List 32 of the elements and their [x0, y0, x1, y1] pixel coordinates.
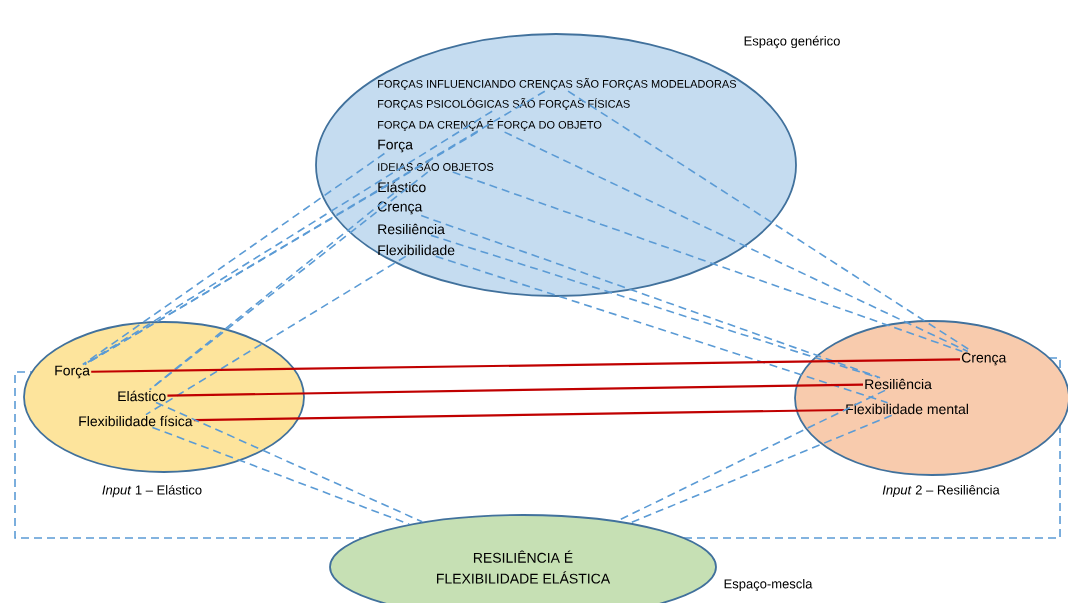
concept-text: Resiliência — [865, 378, 932, 390]
concept-text: Força — [55, 365, 90, 379]
mapping-line — [193, 408, 845, 422]
connector-line — [629, 414, 893, 524]
concept-text: Resiliência — [378, 223, 445, 235]
connector-line — [434, 255, 889, 404]
connector-line — [451, 171, 964, 353]
connector-line — [149, 171, 429, 391]
space-heading: Input 1 – Elástico — [102, 484, 202, 498]
connector-line — [83, 90, 546, 366]
concept-text: Elástico — [118, 390, 166, 402]
concept-text: Crença — [377, 201, 423, 215]
connector-line — [155, 401, 424, 523]
concept-text: Elástico — [378, 181, 426, 193]
connector-line — [82, 152, 386, 366]
mapping-line — [91, 358, 961, 373]
space-heading: Espaço genérico — [744, 35, 840, 49]
concept-text: Flexibilidade física — [79, 415, 193, 427]
concept-text: FORÇA DA CRENÇA É FORÇA DO OBJETO — [378, 119, 602, 131]
space-heading: Espaço-mescla — [724, 578, 813, 592]
space-heading: Input 2 – Resiliência — [882, 484, 1000, 498]
concept-text: FORÇAS PSICOLÓGICAS SÃO FORÇAS FÍSICAS — [378, 98, 630, 110]
connector-line — [503, 131, 969, 353]
concept-text: Força — [378, 139, 413, 153]
concept-text: FORÇAS INFLUENCIANDO CRENÇAS SÃO FORÇAS MODELADORAS — [378, 78, 737, 90]
mapping-line — [167, 383, 864, 397]
concept-text: Crença — [961, 352, 1007, 366]
concept-text: IDEIAS SÃO OBJETOS — [378, 161, 494, 171]
concept-text: Flexibilidade — [378, 244, 455, 256]
connector-line — [148, 192, 395, 391]
concept-text: Flexibilidade mental — [846, 403, 968, 415]
connector-line — [151, 426, 411, 525]
